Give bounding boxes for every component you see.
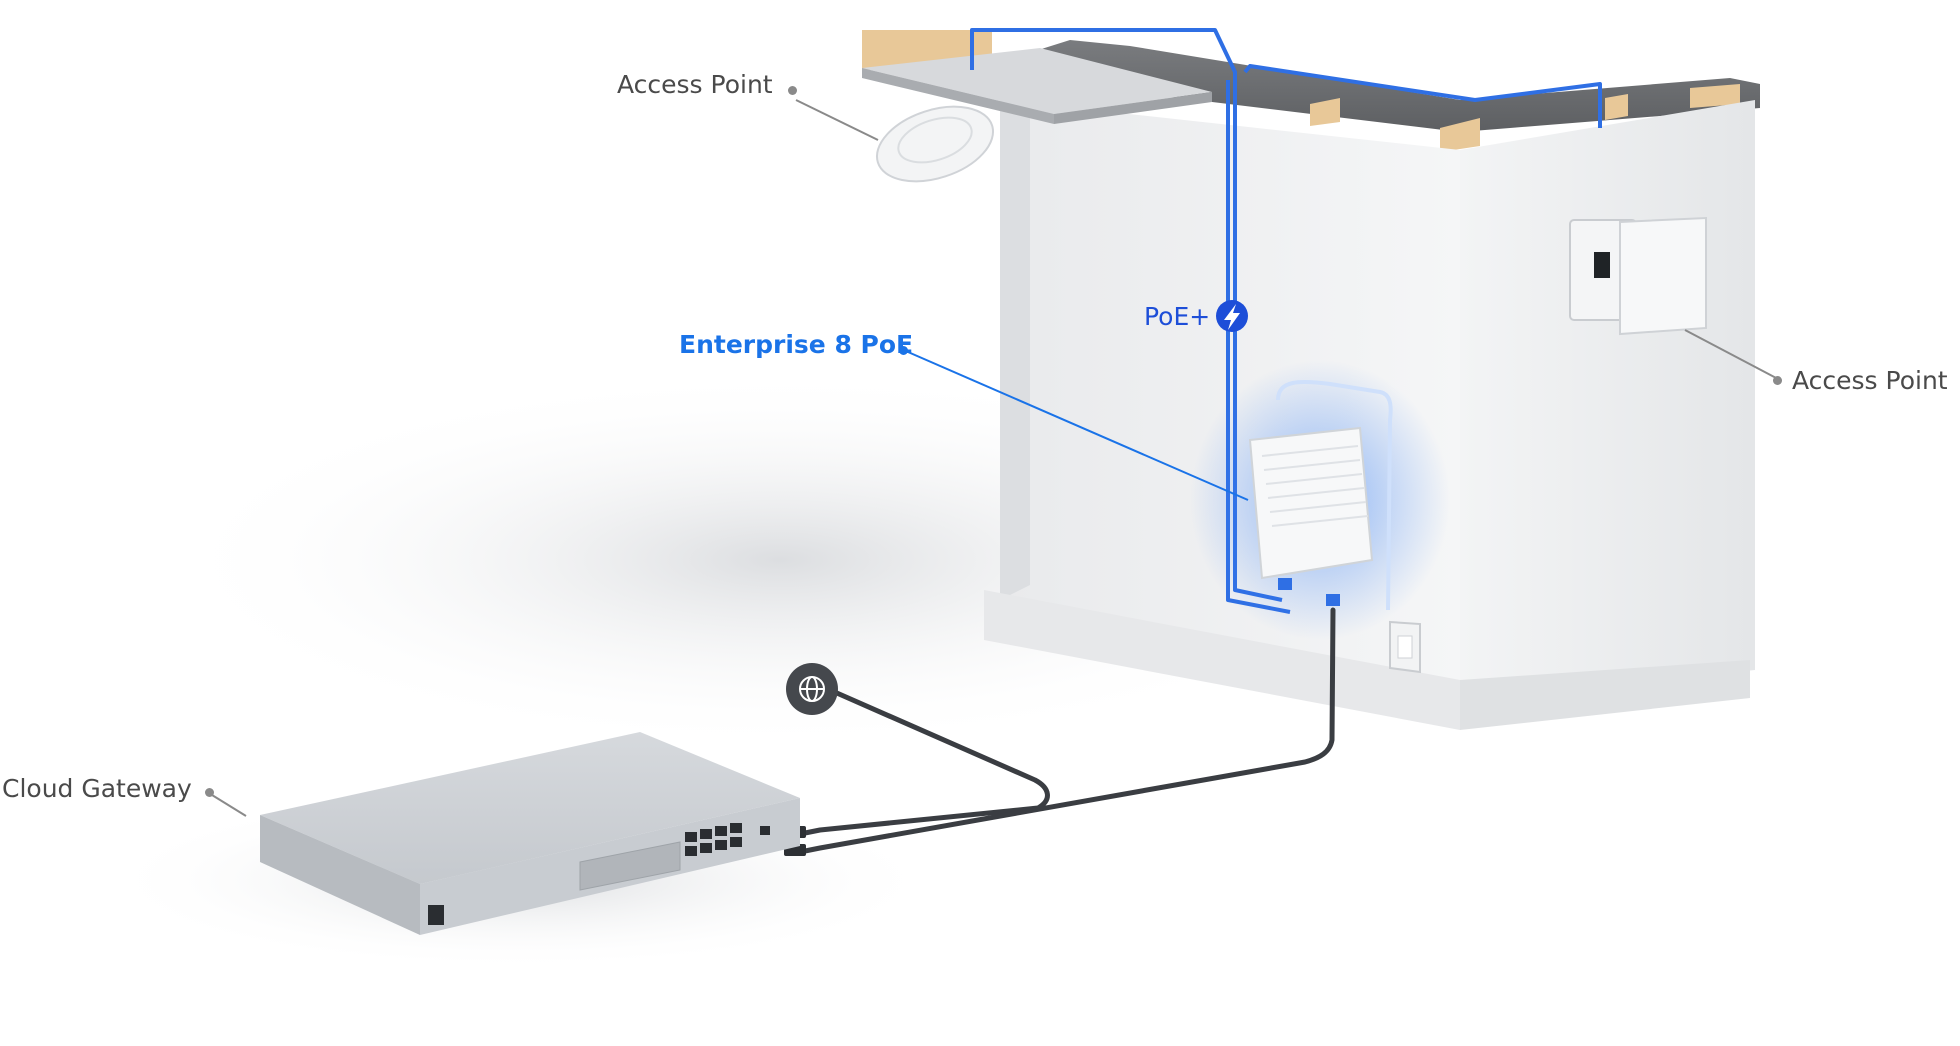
enterprise-switch-dot [899, 346, 908, 355]
access-point-ceiling-dot [788, 86, 797, 95]
cloud-gateway-label: Cloud Gateway [2, 774, 192, 803]
ceiling-access-point [875, 105, 995, 183]
access-point-wall-dot [1773, 376, 1782, 385]
globe-icon [786, 663, 838, 715]
cloud-gateway-device [260, 732, 800, 935]
wall-access-point [1569, 216, 1707, 336]
lightning-bolt-icon [1216, 300, 1248, 332]
cloud-gateway-dot [205, 788, 214, 797]
enterprise-switch-device [1190, 360, 1450, 674]
access-point-ceiling-label: Access Point [617, 70, 773, 99]
uplink-cables [797, 607, 1336, 855]
access-point-wall-label: Access Point [1792, 366, 1948, 395]
poe-label: PoE+ [1144, 302, 1211, 331]
enterprise-switch-label: Enterprise 8 PoE [679, 330, 914, 359]
leader-lines [211, 99, 1781, 817]
